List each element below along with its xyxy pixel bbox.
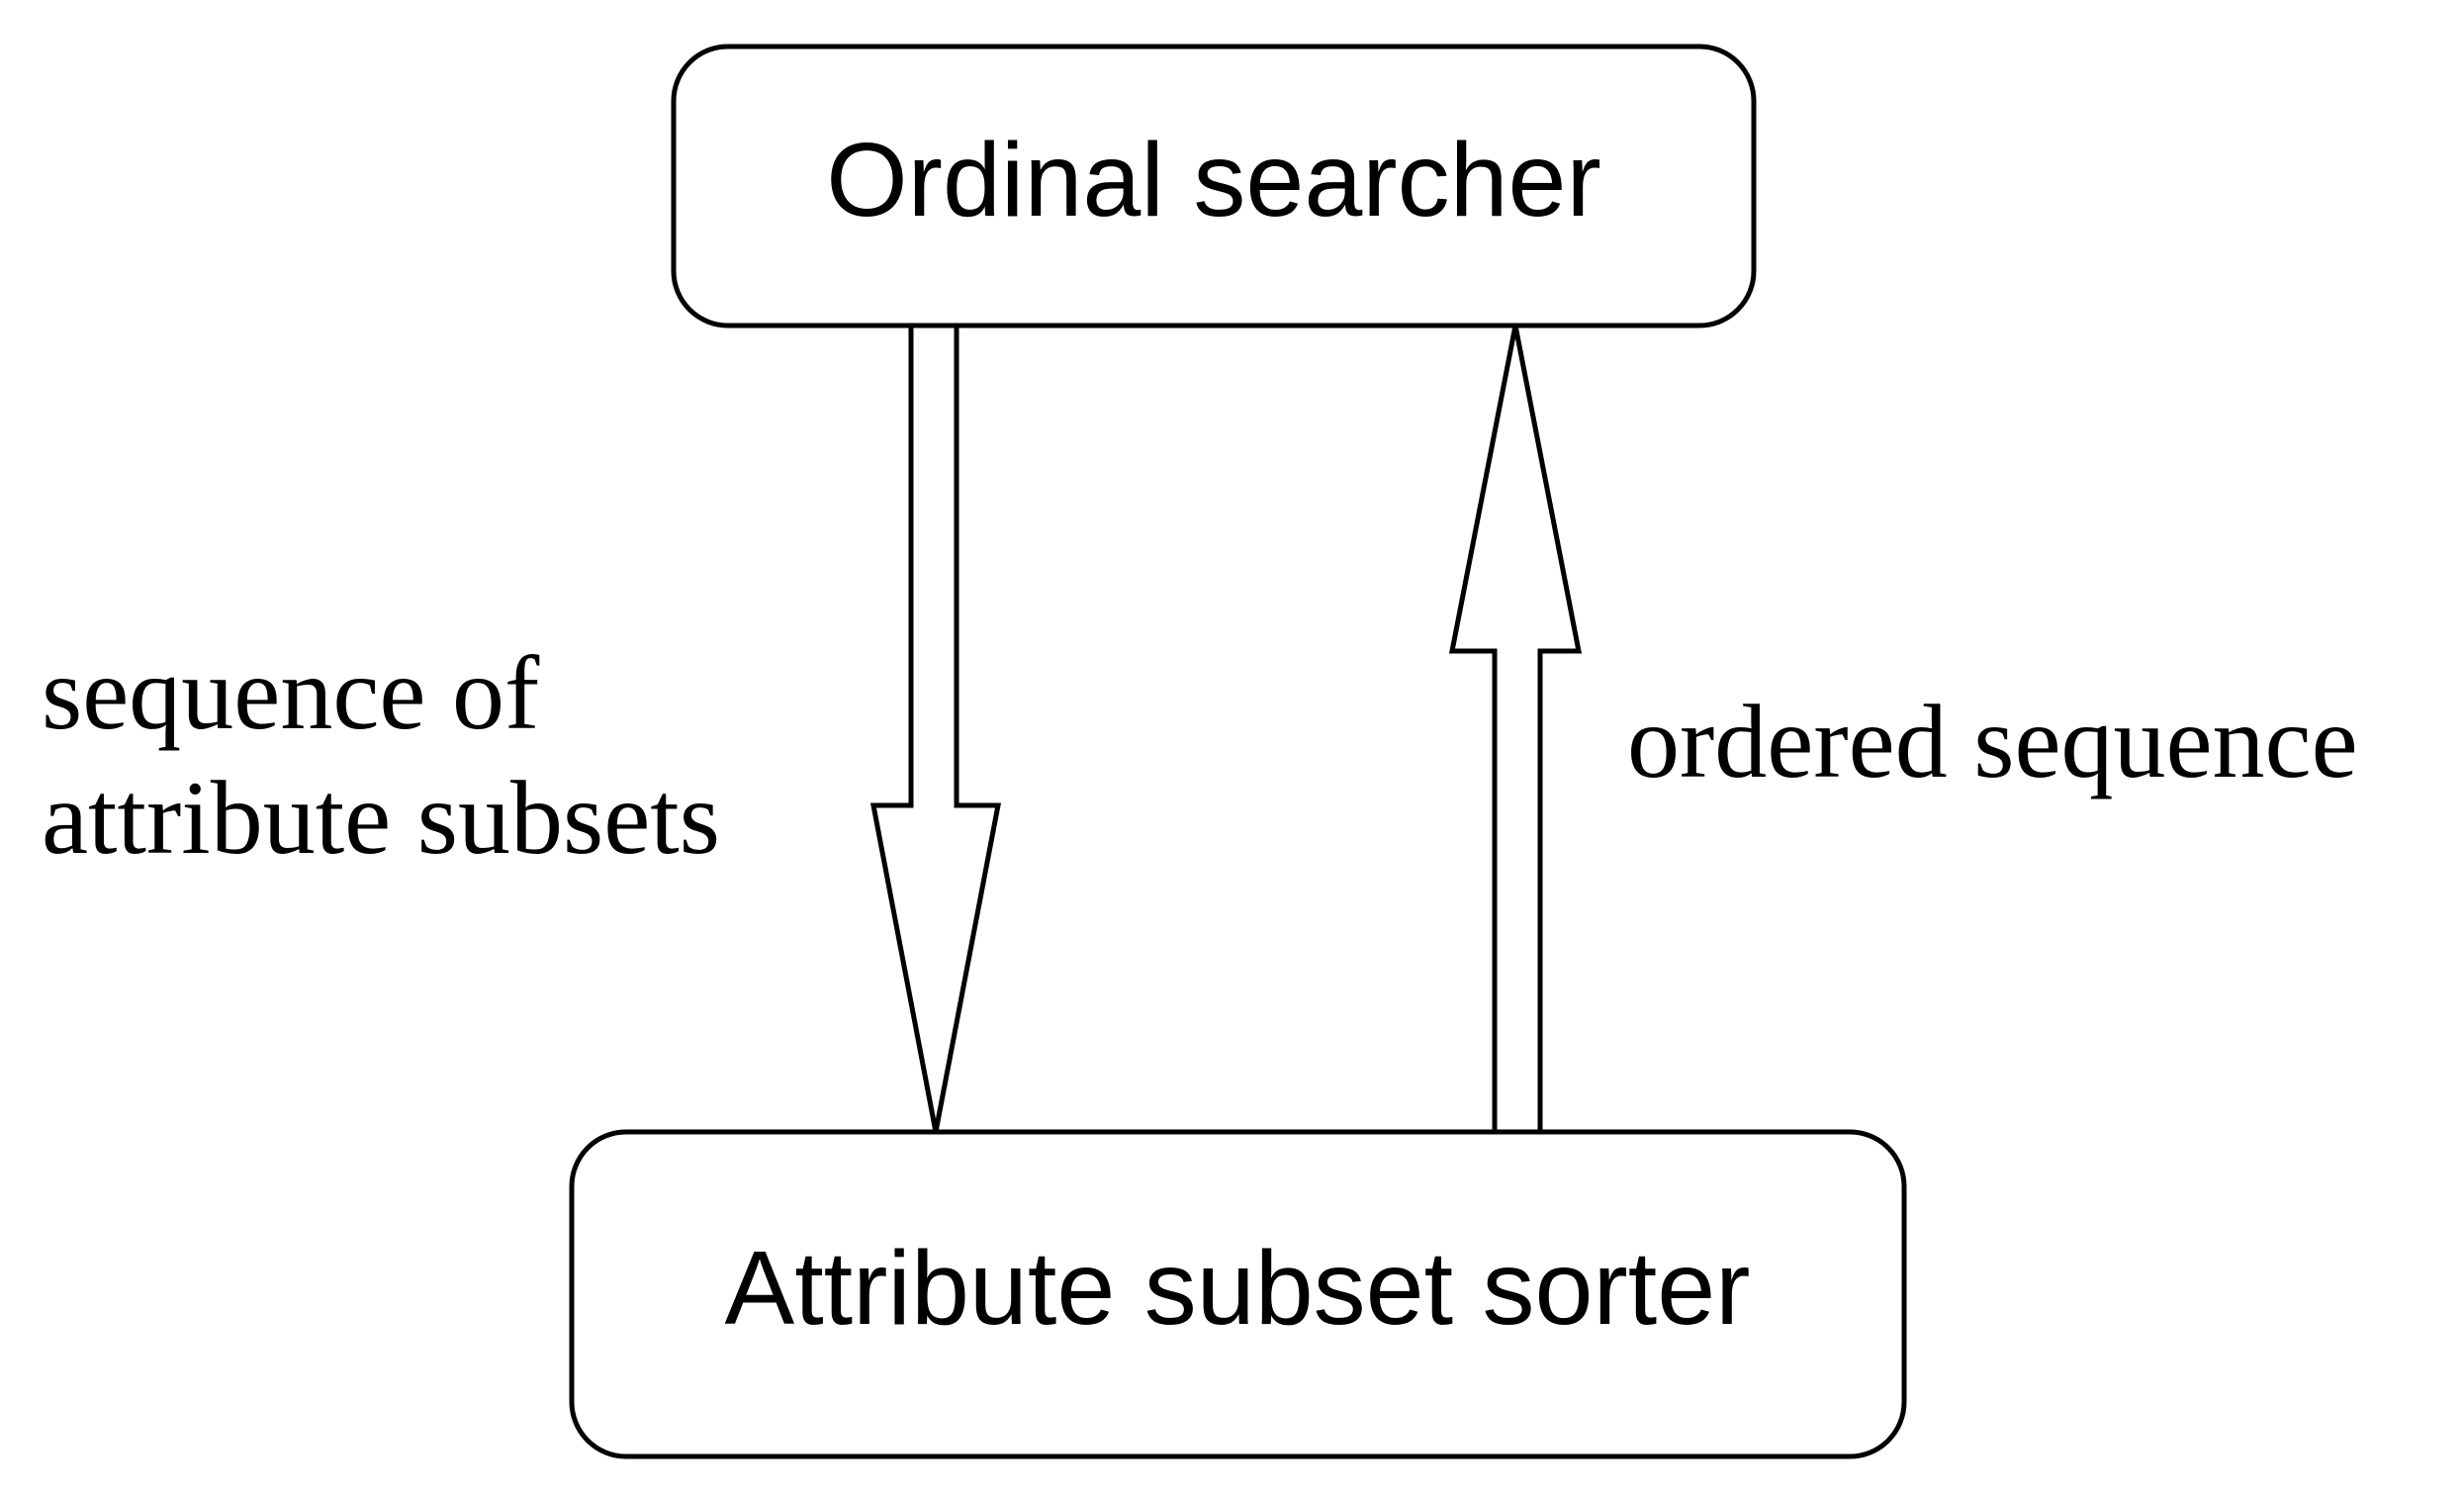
node-attribute-subset-sorter-box bbox=[569, 1129, 1907, 1459]
node-ordinal-searcher-label: Ordinal searcher bbox=[826, 122, 1601, 238]
arrow-down bbox=[869, 323, 1002, 1133]
node-attribute-subset-sorter-label: Attribute subset sorter bbox=[725, 1230, 1751, 1347]
node-ordinal-searcher: Ordinal searcher bbox=[671, 44, 1757, 328]
arrow-up-label: ordered sequence bbox=[1627, 684, 2358, 799]
arrow-down-label-line-2: attribute subsets bbox=[42, 760, 720, 876]
node-ordinal-searcher-box bbox=[671, 44, 1757, 328]
arrow-up bbox=[1448, 325, 1583, 1135]
arrow-down-label-line-1: sequence of bbox=[42, 635, 540, 751]
arrow-down-label: sequence of attribute subsets bbox=[42, 635, 720, 876]
node-attribute-subset-sorter: Attribute subset sorter bbox=[569, 1129, 1907, 1459]
